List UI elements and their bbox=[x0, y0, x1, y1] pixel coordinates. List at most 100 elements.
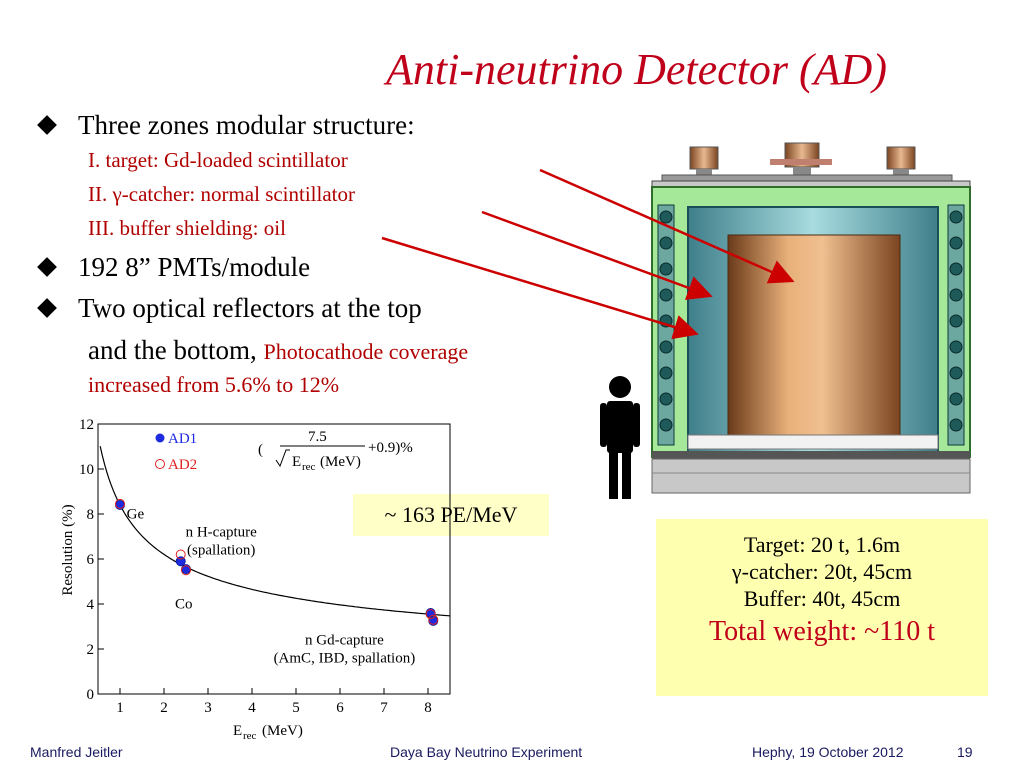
pmt-icon bbox=[949, 210, 963, 224]
spec-target: Target: 20 t, 1.6m bbox=[743, 532, 901, 557]
sqrt-icon bbox=[275, 449, 290, 468]
detector-base bbox=[651, 458, 971, 494]
x-axis-label-unit: (MeV) bbox=[262, 723, 303, 739]
formula-den-unit: (MeV) bbox=[320, 454, 361, 470]
arrow-gamma-catcher bbox=[481, 210, 713, 300]
spec-buffer: Buffer: 40t, 45cm bbox=[743, 586, 901, 611]
chart-legend: AD1 AD2 bbox=[155, 431, 197, 473]
pmt-icon bbox=[949, 236, 963, 250]
x-tick-label: 6 bbox=[336, 700, 344, 716]
human-silhouette-icon bbox=[600, 376, 640, 499]
chart-annotation: Co bbox=[175, 597, 193, 613]
x-axis-label-e: E bbox=[233, 723, 242, 739]
y-tick-label: 12 bbox=[79, 417, 94, 433]
pmt-icon bbox=[949, 288, 963, 302]
pmt-icon bbox=[659, 340, 673, 354]
x-tick-label: 3 bbox=[204, 700, 212, 716]
zone-3: III. buffer shielding: oil bbox=[88, 216, 286, 240]
bullet-text: 192 8” PMTs/module bbox=[78, 252, 311, 282]
legend-marker-ad1 bbox=[155, 433, 165, 443]
y-axis-label: Resolution (%) bbox=[60, 504, 76, 595]
pmt-icon bbox=[949, 340, 963, 354]
chart-annotation: Ge bbox=[127, 507, 145, 523]
bottom-reflector bbox=[687, 434, 939, 450]
base-rail bbox=[652, 451, 970, 459]
formula-open: ( bbox=[258, 442, 263, 458]
ad2-point bbox=[428, 614, 439, 625]
ad2-point bbox=[115, 498, 125, 509]
x-tick-label: 7 bbox=[380, 700, 388, 716]
pmt-icon bbox=[949, 314, 963, 328]
zone-1: I. target: Gd-loaded scintillator bbox=[88, 148, 348, 172]
chart-annotation: n Gd-capture bbox=[305, 633, 384, 649]
bullet-text: Three zones modular structure: bbox=[78, 110, 415, 140]
bullet-reflectors: Two optical reflectors at the top bbox=[37, 293, 422, 324]
coverage-text: Photocathode coverage bbox=[263, 339, 469, 364]
x-axis-label-sub: rec bbox=[243, 730, 257, 740]
formula-numerator: 7.5 bbox=[308, 429, 327, 445]
formula-tail: +0.9)% bbox=[368, 440, 413, 456]
pmt-icon bbox=[659, 366, 673, 380]
x-tick-label: 1 bbox=[116, 700, 124, 716]
pmt-icon bbox=[659, 392, 673, 406]
spec-total-weight: Total weight: ~110 t bbox=[708, 616, 935, 647]
calibration-units bbox=[651, 142, 971, 190]
y-tick-label: 2 bbox=[87, 642, 95, 658]
footer-date: Hephy, 19 October 2012 bbox=[752, 744, 904, 760]
pmt-icon bbox=[659, 236, 673, 250]
fit-curve-path bbox=[99, 446, 451, 617]
y-tick-label: 6 bbox=[87, 552, 95, 568]
footer-author: Manfred Jeitler bbox=[30, 744, 123, 760]
spec-gamma-catcher: γ-catcher: 20t, 45cm bbox=[731, 559, 913, 584]
pmt-icon bbox=[949, 262, 963, 276]
data-points bbox=[115, 498, 439, 626]
pmt-icon bbox=[659, 210, 673, 224]
pmt-icon bbox=[659, 262, 673, 276]
pe-per-mev-box: ~ 163 PE/MeV bbox=[353, 494, 549, 536]
bullet-line2-text: and the bottom, bbox=[88, 335, 257, 365]
coverage-increase-text: increased from 5.6% to 12% bbox=[88, 372, 340, 397]
chart-annotation: n H-capture bbox=[186, 525, 258, 541]
pmt-dots-svg bbox=[659, 210, 963, 432]
y-tick-label: 0 bbox=[87, 687, 95, 703]
spec-box: Target: 20 t, 1.6m γ-catcher: 20t, 45cm … bbox=[656, 519, 988, 696]
legend-ad1: AD1 bbox=[168, 431, 197, 447]
formula-den-e: E bbox=[292, 454, 301, 470]
pmt-icon bbox=[949, 392, 963, 406]
resolution-formula: ( 7.5 E rec (MeV) +0.9)% bbox=[258, 429, 413, 473]
detector-illustration bbox=[600, 142, 971, 499]
bullet-zones: Three zones modular structure: bbox=[37, 110, 415, 141]
pmt-icon bbox=[949, 366, 963, 380]
pmt-dots bbox=[590, 125, 990, 505]
arrow-buffer bbox=[381, 236, 699, 340]
zone-2: II. γ-catcher: normal scintillator bbox=[88, 182, 356, 206]
x-tick-label: 5 bbox=[292, 700, 300, 716]
y-tick-label: 10 bbox=[79, 462, 94, 478]
ad2-point bbox=[425, 609, 436, 620]
pmt-icon bbox=[949, 418, 963, 432]
pmt-icon bbox=[659, 288, 673, 302]
legend-marker-ad2 bbox=[155, 459, 165, 469]
slide-title: Anti-neutrino Detector (AD) bbox=[386, 45, 887, 94]
target-vessel bbox=[727, 234, 901, 436]
formula-den-sub: rec bbox=[302, 461, 316, 473]
ad1-point bbox=[175, 556, 186, 567]
fit-curve bbox=[99, 446, 451, 617]
ad2-point bbox=[175, 549, 186, 560]
bullet-text: Two optical reflectors at the top bbox=[78, 293, 422, 323]
bullet-pmts: 192 8” PMTs/module bbox=[37, 252, 311, 283]
footer-title: Daya Bay Neutrino Experiment bbox=[390, 744, 583, 760]
legend-ad2: AD2 bbox=[168, 457, 197, 473]
x-tick-label: 2 bbox=[160, 700, 168, 716]
y-tick-label: 4 bbox=[87, 597, 95, 613]
ad2-point bbox=[181, 565, 191, 576]
chart-annotation: (AmC, IBD, spallation) bbox=[274, 651, 416, 667]
arrow-target bbox=[539, 168, 795, 284]
bullet-reflectors-line2: and the bottom, Photocathode coverage bbox=[88, 335, 468, 366]
pmt-icon bbox=[659, 418, 673, 432]
chart-labels: Ge n H-capture (spallation) Co n Gd-capture (… bbox=[127, 507, 416, 667]
chart-annotation: (spallation) bbox=[187, 543, 255, 559]
